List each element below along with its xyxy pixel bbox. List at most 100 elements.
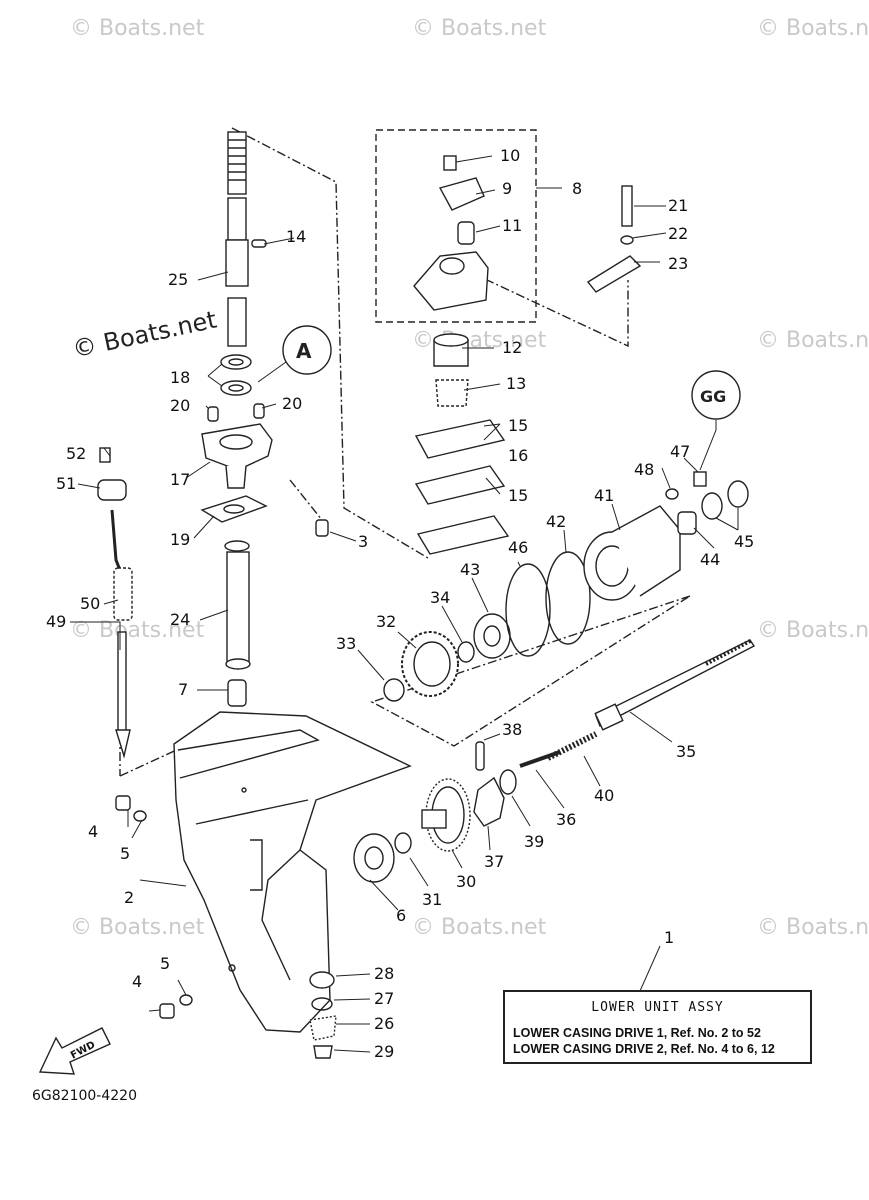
dowel bbox=[207, 406, 219, 422]
shift-rod-tip bbox=[115, 729, 131, 759]
leader-lines bbox=[70, 155, 739, 1053]
propeller-shaft bbox=[594, 638, 756, 731]
callout-10: 10 bbox=[500, 146, 521, 165]
screw bbox=[159, 1003, 175, 1019]
outer-plate bbox=[414, 465, 506, 505]
watermark: © Boats.net bbox=[70, 16, 205, 41]
callout-32: 32 bbox=[376, 612, 397, 631]
assembly-line-1: LOWER CASING DRIVE 1, Ref. No. 2 to 52 bbox=[513, 1026, 761, 1040]
dowel bbox=[253, 403, 265, 419]
guide-line bbox=[370, 595, 691, 747]
callout-47: 47 bbox=[670, 442, 691, 461]
callout-4: 4 bbox=[132, 972, 143, 991]
callout-7: 7 bbox=[178, 680, 189, 699]
callout-13: 13 bbox=[506, 374, 527, 393]
washer bbox=[179, 994, 193, 1006]
assembly-title: LOWER UNIT ASSY bbox=[591, 1000, 724, 1015]
callout-46: 46 bbox=[508, 538, 529, 557]
callout-35: 35 bbox=[676, 742, 697, 761]
watermark: © Boats.net bbox=[412, 915, 547, 940]
callout-38: 38 bbox=[502, 720, 523, 739]
callout-41: 41 bbox=[594, 486, 615, 505]
callout-21: 21 bbox=[668, 196, 689, 215]
callout-19: 19 bbox=[170, 530, 191, 549]
callout-26: 26 bbox=[374, 1014, 395, 1033]
assembly-line-2: LOWER CASING DRIVE 2, Ref. No. 4 to 6, 1… bbox=[513, 1042, 775, 1056]
callout-44: 44 bbox=[700, 550, 721, 569]
callout-8: 8 bbox=[572, 179, 583, 198]
guide-line bbox=[289, 479, 323, 521]
bearing bbox=[473, 613, 511, 659]
callout-48: 48 bbox=[634, 460, 655, 479]
propeller-shaft-housing bbox=[583, 505, 681, 601]
callout-12: 12 bbox=[502, 338, 523, 357]
gasket bbox=[200, 495, 268, 523]
spring bbox=[546, 731, 598, 761]
watermark: © Boats.net bbox=[757, 915, 869, 940]
shim bbox=[457, 641, 475, 663]
callout-1: 1 bbox=[664, 928, 675, 947]
callout-52: 52 bbox=[66, 444, 87, 463]
bolt bbox=[443, 155, 457, 171]
grease-badge-circle bbox=[691, 370, 741, 420]
callout-29: 29 bbox=[374, 1042, 395, 1061]
fwd-arrow bbox=[38, 1027, 111, 1075]
assembly-info-box: LOWER UNIT ASSY LOWER CASING DRIVE 1, Re… bbox=[503, 990, 812, 1064]
shim bbox=[394, 832, 412, 854]
callout-15: 15 bbox=[508, 486, 529, 505]
callout-2: 2 bbox=[124, 888, 135, 907]
pump-housing bbox=[413, 251, 489, 311]
drive-shaft bbox=[225, 131, 249, 347]
callout-6: 6 bbox=[396, 906, 407, 925]
washer bbox=[665, 488, 679, 500]
watermark: © Boats.net bbox=[757, 618, 869, 643]
callout-16: 16 bbox=[508, 446, 529, 465]
callout-18: 18 bbox=[170, 368, 191, 387]
callout-30: 30 bbox=[456, 872, 477, 891]
callout-28: 28 bbox=[374, 964, 395, 983]
gasket bbox=[416, 515, 510, 555]
watermark: © Boats.net bbox=[412, 16, 547, 41]
pump-insert bbox=[457, 221, 475, 245]
shift-rod-collar bbox=[97, 479, 127, 501]
impeller bbox=[435, 379, 469, 407]
callout-4: 4 bbox=[88, 822, 99, 841]
callout-17: 17 bbox=[170, 470, 191, 489]
grease-badge-circle bbox=[282, 325, 332, 375]
callout-22: 22 bbox=[668, 224, 689, 243]
callout-27: 27 bbox=[374, 989, 395, 1008]
watermark: © Boats.net bbox=[757, 328, 869, 353]
pin bbox=[475, 741, 485, 771]
callout-5: 5 bbox=[120, 844, 131, 863]
nut bbox=[313, 1045, 333, 1059]
callout-36: 36 bbox=[556, 810, 577, 829]
callout-51: 51 bbox=[56, 474, 77, 493]
dog-clutch bbox=[473, 776, 505, 827]
callout-23: 23 bbox=[668, 254, 689, 273]
dowel bbox=[315, 519, 329, 537]
bearing bbox=[220, 354, 252, 396]
boot bbox=[113, 567, 133, 621]
ring bbox=[499, 769, 517, 795]
washer bbox=[311, 997, 333, 1011]
pump-kit-frame bbox=[375, 129, 537, 323]
gasket bbox=[414, 419, 506, 459]
washer bbox=[133, 810, 147, 822]
grease-badge-a: A bbox=[296, 339, 312, 363]
callout-42: 42 bbox=[546, 512, 567, 531]
callout-34: 34 bbox=[430, 588, 451, 607]
callout-20: 20 bbox=[282, 394, 303, 413]
oil-seal bbox=[727, 480, 749, 508]
callout-40: 40 bbox=[594, 786, 615, 805]
forward-gear bbox=[401, 631, 459, 697]
o-ring bbox=[545, 551, 591, 645]
bearing-housing bbox=[201, 423, 273, 471]
callout-24: 24 bbox=[170, 610, 191, 629]
grommet bbox=[227, 679, 247, 707]
callout-50: 50 bbox=[80, 594, 101, 613]
screw bbox=[99, 447, 111, 463]
pump-insert-cover bbox=[438, 177, 485, 211]
plunger bbox=[519, 750, 561, 768]
callout-14: 14 bbox=[286, 227, 307, 246]
